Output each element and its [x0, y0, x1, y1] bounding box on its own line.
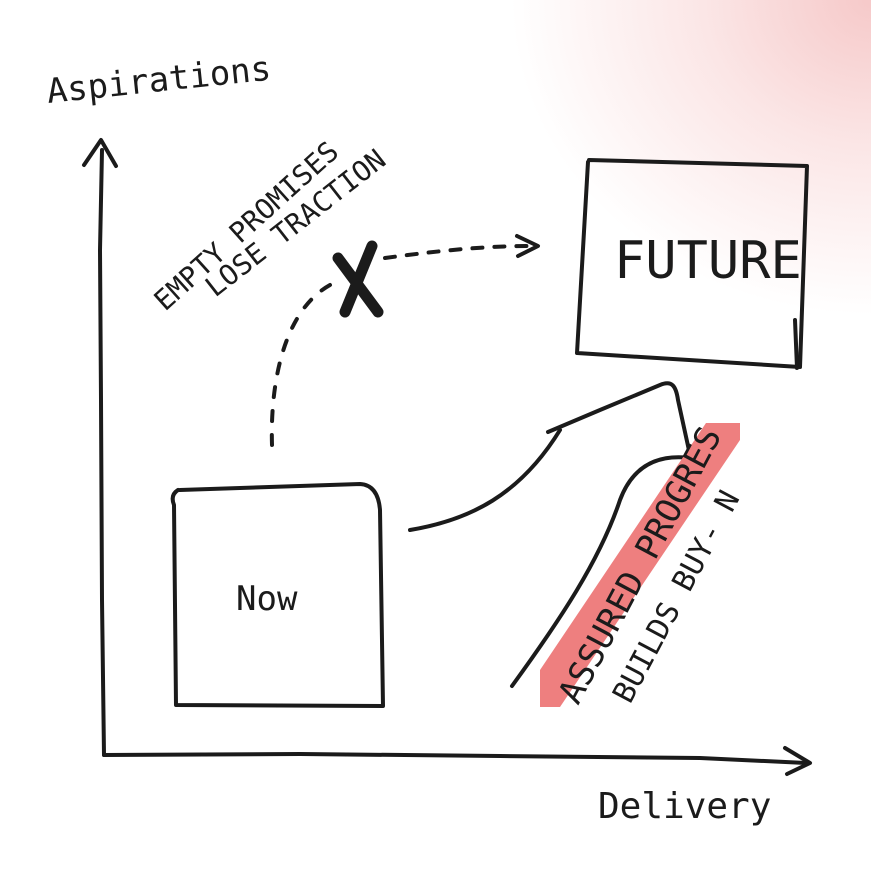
y-axis-label: Aspirations: [45, 49, 273, 112]
success-arrow-lower: [408, 428, 562, 532]
y-axis: [82, 138, 118, 757]
assured-highlight: [540, 423, 740, 707]
failed-path-arrowhead: [515, 234, 540, 258]
future-box: [575, 158, 809, 370]
now-box: [170, 482, 385, 708]
future-label: FUTURE: [614, 231, 802, 291]
x-axis-label: Delivery: [598, 786, 771, 827]
failed-mark: X: [0, 0, 1, 1]
failed-path-dotted: [269, 283, 332, 447]
success-arrow-head: [546, 381, 692, 457]
now-label: Now: [236, 579, 298, 619]
x-mark-icon: [332, 240, 384, 318]
failed-path-dotted-right: [383, 244, 530, 260]
success-arrow-upper: [510, 455, 692, 688]
x-axis: [102, 746, 812, 776]
